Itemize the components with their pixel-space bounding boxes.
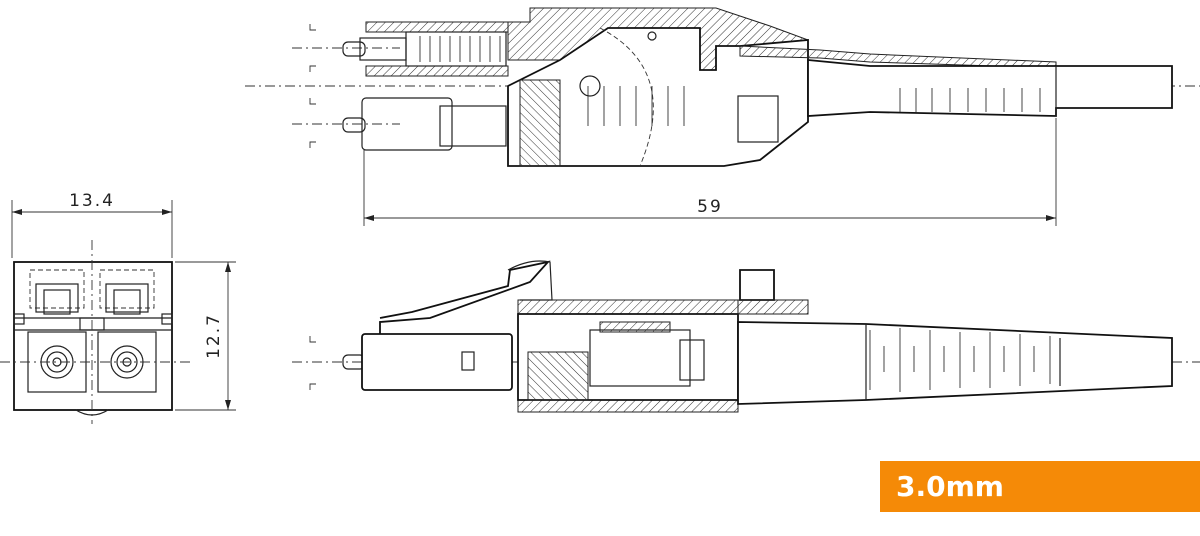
height-dimension-label: 12.7 <box>204 313 224 359</box>
front-view: 13.4 12.7 <box>0 191 236 424</box>
top-view: 59 <box>245 7 1200 226</box>
width-dimension-label: 13.4 <box>69 191 115 211</box>
length-dimension-label: 59 <box>697 197 723 217</box>
cable-diameter-badge: 3.0mm <box>880 461 1200 512</box>
side-view <box>292 260 1200 413</box>
